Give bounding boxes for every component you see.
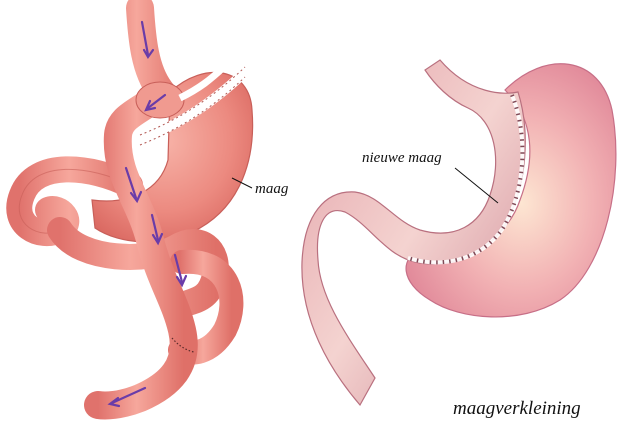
sleeve-illustration: nieuwe maag maagverkleining [302, 60, 616, 419]
new-stomach-leader-line [455, 168, 498, 203]
new-stomach-sleeve [302, 60, 525, 405]
new-stomach-label: nieuwe maag [362, 150, 442, 166]
bypass-illustration: maag [19, 8, 289, 406]
stomach-label: maag [255, 181, 289, 197]
caption: maagverkleining [453, 398, 581, 419]
